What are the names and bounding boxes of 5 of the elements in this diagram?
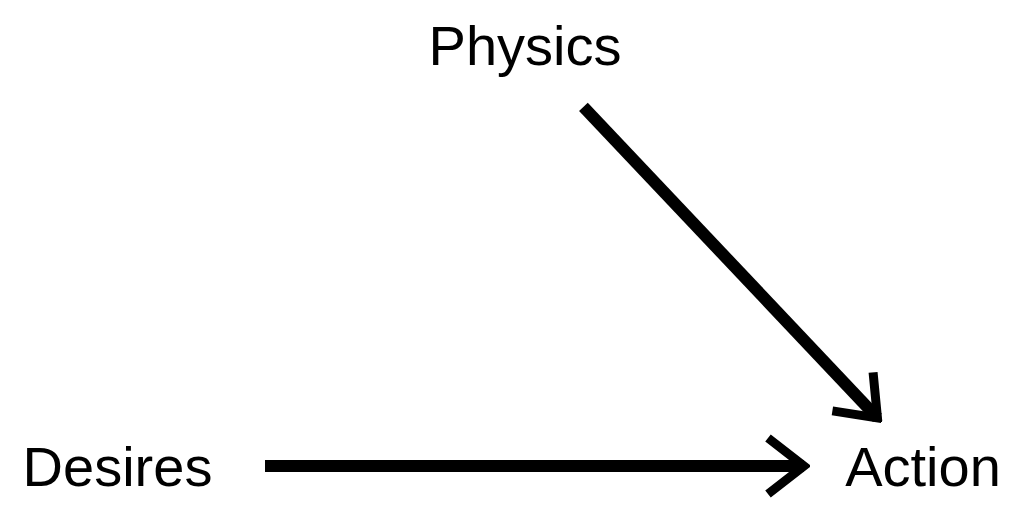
arrow: [579, 102, 882, 423]
node-label: Action: [845, 433, 1001, 499]
node-label: Desires: [22, 433, 213, 499]
node-label: Physics: [428, 12, 622, 78]
arrow: [265, 433, 809, 499]
